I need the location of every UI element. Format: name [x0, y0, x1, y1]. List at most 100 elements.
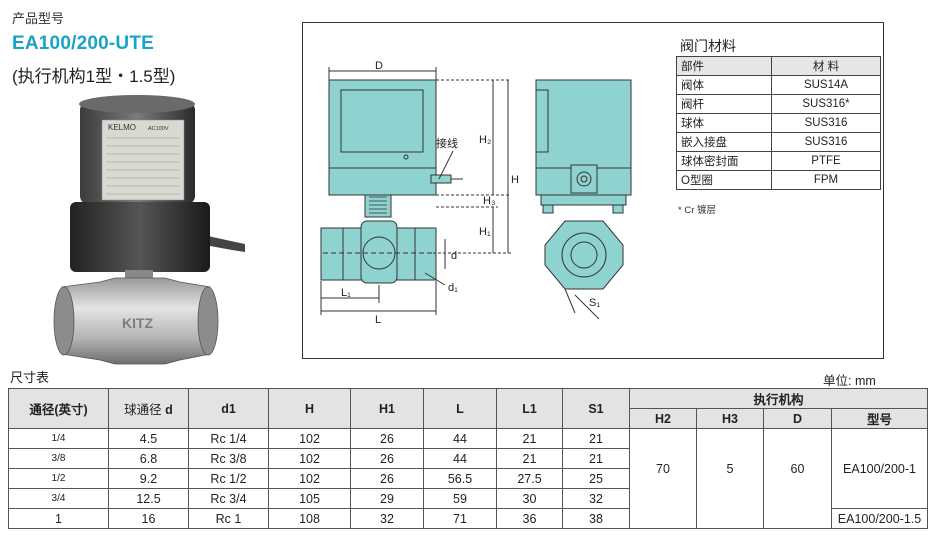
header-H2: H2: [629, 408, 697, 429]
material-part: 嵌入接盘: [676, 132, 772, 152]
material-part: O型圈: [676, 170, 772, 190]
cell-L: 44: [423, 428, 497, 449]
dim-d1: d₁: [448, 282, 458, 294]
material-value: SUS14A: [771, 75, 881, 95]
materials-note: * Cr 镀层: [678, 205, 717, 216]
cell-L1: 21: [496, 428, 563, 449]
materials-title: 阀门材料: [680, 38, 736, 54]
cell-H2: [629, 508, 697, 529]
cell-L: 71: [423, 508, 497, 529]
dim-H: H: [511, 174, 519, 186]
cell-d: 9.2: [108, 468, 189, 489]
cell-H: 105: [268, 488, 351, 509]
dim-L1: L₁: [341, 287, 351, 299]
material-value: SUS316: [771, 113, 881, 133]
unit-label: 单位: mm: [823, 374, 876, 388]
cell-L1: 21: [496, 448, 563, 469]
material-value: SUS316*: [771, 94, 881, 114]
header-S1: S1: [562, 388, 630, 429]
cell-L: 56.5: [423, 468, 497, 489]
header-L: L: [423, 388, 497, 429]
cell-H1: 26: [350, 468, 424, 489]
cell-H: 102: [268, 448, 351, 469]
cell-d: 12.5: [108, 488, 189, 509]
product-model-label: 产品型号: [12, 11, 65, 26]
cell-d: 4.5: [108, 428, 189, 449]
dimensions-table: 通径(英寸) 球通径 d d1 H H1 L L1 S1 执行机构 H2 H3 …: [8, 388, 928, 529]
dimensions-title: 尺寸表: [10, 370, 50, 385]
cell-D: [763, 508, 832, 529]
header-H: H: [268, 388, 351, 429]
model-code: EA100/200-UTE: [12, 33, 155, 54]
cell-H1: 26: [350, 428, 424, 449]
cell-size: 1: [8, 508, 109, 529]
dim-H3: H₃: [483, 195, 495, 207]
cell-size: 3/8: [8, 448, 109, 469]
header-actuator-group: 执行机构: [628, 388, 928, 409]
cell-S1: 21: [562, 448, 630, 469]
cell-L1: 36: [496, 508, 563, 529]
material-part: 球体密封面: [676, 151, 772, 171]
dim-d: d: [451, 250, 457, 262]
cell-S1: 38: [562, 508, 630, 529]
nameplate: [101, 119, 185, 201]
header-ball-bore-sym: d: [165, 403, 173, 417]
header-H1: H1: [350, 388, 424, 429]
material-value: FPM: [771, 170, 881, 190]
materials-header-part: 部件: [676, 56, 772, 76]
header-D: D: [763, 408, 832, 429]
cell-H1: 26: [350, 448, 424, 469]
materials-header-row: 部件 材 料: [676, 56, 881, 76]
material-value: PTFE: [771, 151, 881, 171]
dim-L: L: [375, 314, 381, 326]
cell-D: 60: [763, 428, 832, 509]
table-row: 1 16 Rc 1 108 32 71 36 38 EA100/200-1.5: [8, 508, 928, 529]
cell-d1: Rc 1: [188, 508, 269, 529]
header-ball-bore-text: 球通径: [124, 403, 162, 417]
material-part: 球体: [676, 113, 772, 133]
material-part: 阀杆: [676, 94, 772, 114]
cell-L: 44: [423, 448, 497, 469]
cell-d1: Rc 1/4: [188, 428, 269, 449]
cell-model: EA100/200-1: [830, 428, 928, 509]
brand-text: KELMO: [108, 123, 136, 132]
cell-size: 1/2: [8, 468, 109, 489]
cell-H: 102: [268, 468, 351, 489]
cell-H1: 29: [350, 488, 424, 509]
actuator-base: [70, 202, 210, 272]
model-subtitle: (执行机构1型・1.5型): [12, 67, 176, 86]
cell-H: 102: [268, 428, 351, 449]
dim-S1: S₁: [589, 297, 600, 309]
header-size: 通径(英寸): [8, 388, 109, 429]
cell-H: 108: [268, 508, 351, 529]
product-photo: KELMO AC100V KITZ: [53, 95, 245, 365]
table-row: 3/8 6.8 Rc 3/8 102 26 44 21 21: [8, 448, 928, 469]
dim-H2: H₂: [479, 134, 491, 146]
table-row: 1/4 4.5 Rc 1/4 102 26 44 21 21 70 5 60 E…: [8, 428, 928, 509]
cell-H3: [696, 508, 764, 529]
cell-d: 6.8: [108, 448, 189, 469]
cell-d: 16: [108, 508, 189, 529]
cell-H3: 5: [696, 428, 764, 509]
body-mark: KITZ: [122, 315, 154, 331]
cell-S1: 32: [562, 488, 630, 509]
material-part: 阀体: [676, 75, 772, 95]
header-d1: d1: [188, 388, 269, 429]
cell-L: 59: [423, 488, 497, 509]
header-H3: H3: [696, 408, 764, 429]
cell-d1: Rc 3/8: [188, 448, 269, 469]
cell-size: 1/4: [8, 428, 109, 449]
voltage-badge: AC100V: [148, 126, 169, 132]
cell-size: 3/4: [8, 488, 109, 509]
materials-header-material: 材 料: [771, 56, 881, 76]
cell-d1: Rc 1/2: [188, 468, 269, 489]
header-model: 型号: [830, 408, 928, 429]
cell-H2: 70: [629, 428, 697, 509]
